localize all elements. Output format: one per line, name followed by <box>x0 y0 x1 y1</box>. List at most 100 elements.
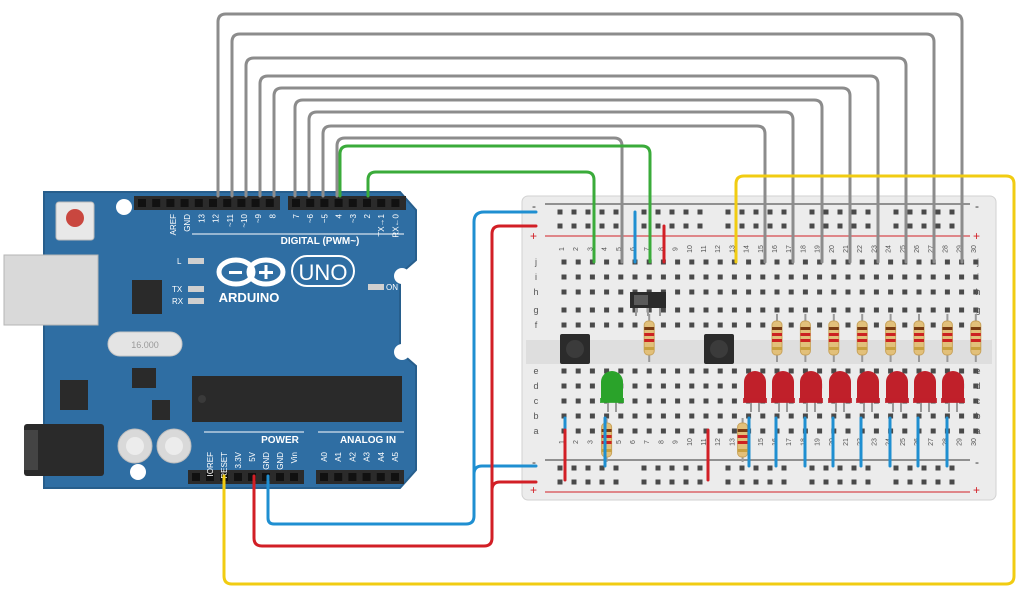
header-pin[interactable] <box>180 199 189 207</box>
wire-gray-digital[interactable] <box>216 12 964 264</box>
header-pin[interactable] <box>251 199 260 207</box>
wire-gray-digital[interactable] <box>307 110 795 264</box>
header-pin[interactable] <box>192 473 200 481</box>
rail-hole <box>613 465 619 471</box>
wire-blue-gnd-bottom[interactable] <box>266 464 538 526</box>
rail-hole <box>907 479 913 485</box>
wire-red-5v-top[interactable] <box>490 224 538 492</box>
wire-gray-digital[interactable] <box>335 136 624 264</box>
breadboard-hole <box>888 259 894 265</box>
header-pin[interactable] <box>292 199 300 207</box>
header-pin[interactable] <box>206 473 214 481</box>
resistor-band <box>772 327 782 330</box>
header-pin[interactable] <box>376 473 385 481</box>
slide-switch[interactable] <box>630 292 666 316</box>
breadboard-hole <box>774 274 780 280</box>
wire-gray-digital[interactable] <box>230 32 936 264</box>
header-pin[interactable] <box>348 473 357 481</box>
breadboard-hole <box>632 274 638 280</box>
arduino-infinity-logo-icon <box>216 257 286 287</box>
dc-power-jack <box>24 424 104 476</box>
header-pin[interactable] <box>223 199 232 207</box>
rail-hole <box>655 223 661 229</box>
breadboard-hole <box>817 307 823 313</box>
led-bulb <box>942 371 964 402</box>
header-pin[interactable] <box>234 473 242 481</box>
breadboard-hole <box>845 368 851 374</box>
wire-red-5v-bottom[interactable] <box>252 474 538 548</box>
header-pin[interactable] <box>348 199 357 207</box>
breadboard-hole <box>930 368 936 374</box>
breadboard-hole <box>589 398 595 404</box>
wire-gray-digital[interactable] <box>321 124 767 264</box>
push-button-left[interactable] <box>560 334 590 364</box>
breadboard-hole <box>973 274 979 280</box>
breadboard-hole <box>618 307 624 313</box>
breadboard-hole <box>717 383 723 389</box>
header-pin[interactable] <box>276 473 284 481</box>
header-pin[interactable] <box>138 199 146 207</box>
wire-gray-digital[interactable] <box>272 86 852 264</box>
row-letter: e <box>975 366 980 376</box>
breadboard-row-letters: jjiihhggffeeddccbbaa <box>533 257 980 436</box>
header-pin[interactable] <box>166 199 175 207</box>
breadboard-hole <box>802 289 808 295</box>
reset-button-cap[interactable] <box>66 209 84 227</box>
breadboard-hole <box>632 428 638 434</box>
header-pin[interactable] <box>391 199 400 207</box>
led-on <box>368 284 384 290</box>
pin-label: A0 <box>320 451 329 461</box>
rail-hole <box>865 209 871 215</box>
resistor-band <box>914 339 924 342</box>
header-pin[interactable] <box>391 473 399 481</box>
push-button-right[interactable] <box>704 334 734 364</box>
header-pin[interactable] <box>248 473 256 481</box>
wire-green-pin2[interactable] <box>366 170 596 264</box>
header-pin[interactable] <box>152 199 161 207</box>
breadboard-hole <box>859 413 865 419</box>
breadboard-hole <box>731 289 737 295</box>
header-pin[interactable] <box>320 199 329 207</box>
wire-gray-digital[interactable] <box>293 98 824 264</box>
header-pin[interactable] <box>209 199 217 207</box>
wire-blue-gnd-top[interactable] <box>472 210 538 476</box>
breadboard-components <box>560 292 982 462</box>
header-pin[interactable] <box>194 199 203 207</box>
header-pin[interactable] <box>306 199 315 207</box>
breadboard-hole <box>930 289 936 295</box>
rail-hole <box>613 479 619 485</box>
pin-label: RESET <box>220 452 229 479</box>
row-letter: b <box>533 411 538 421</box>
atmega-chip <box>192 376 402 422</box>
rail-hole <box>739 479 745 485</box>
header-pin[interactable] <box>320 473 328 481</box>
header-pin[interactable] <box>334 199 343 207</box>
led-rim <box>856 398 880 403</box>
breadboard-hole <box>902 428 908 434</box>
header-pin[interactable] <box>262 473 270 481</box>
pin-label: TX→1 <box>377 213 386 236</box>
header-pin[interactable] <box>377 199 386 207</box>
header-pin[interactable] <box>363 199 371 207</box>
breadboard-hole <box>859 289 865 295</box>
breadboard-hole <box>930 322 936 328</box>
wire-gray-digital[interactable] <box>244 56 908 264</box>
wire-yellow[interactable] <box>222 174 1016 586</box>
header-pin[interactable] <box>237 199 246 207</box>
led-rim <box>771 398 795 403</box>
header-pin[interactable] <box>334 473 343 481</box>
rail-hole <box>613 223 619 229</box>
breadboard-hole <box>760 413 766 419</box>
header-pin[interactable] <box>265 199 274 207</box>
column-number: 3 <box>587 247 594 251</box>
pin-label: 4 <box>335 213 344 218</box>
column-number: 21 <box>843 245 850 253</box>
resistor-band <box>942 333 953 336</box>
header-pin[interactable] <box>290 473 298 481</box>
wire-green-pin4[interactable] <box>338 144 652 264</box>
column-number: 3 <box>587 440 594 444</box>
breadboard-hole <box>817 259 823 265</box>
wire-gray-digital[interactable] <box>258 74 880 264</box>
header-pin[interactable] <box>362 473 371 481</box>
analog-label: ANALOG IN <box>340 435 396 446</box>
